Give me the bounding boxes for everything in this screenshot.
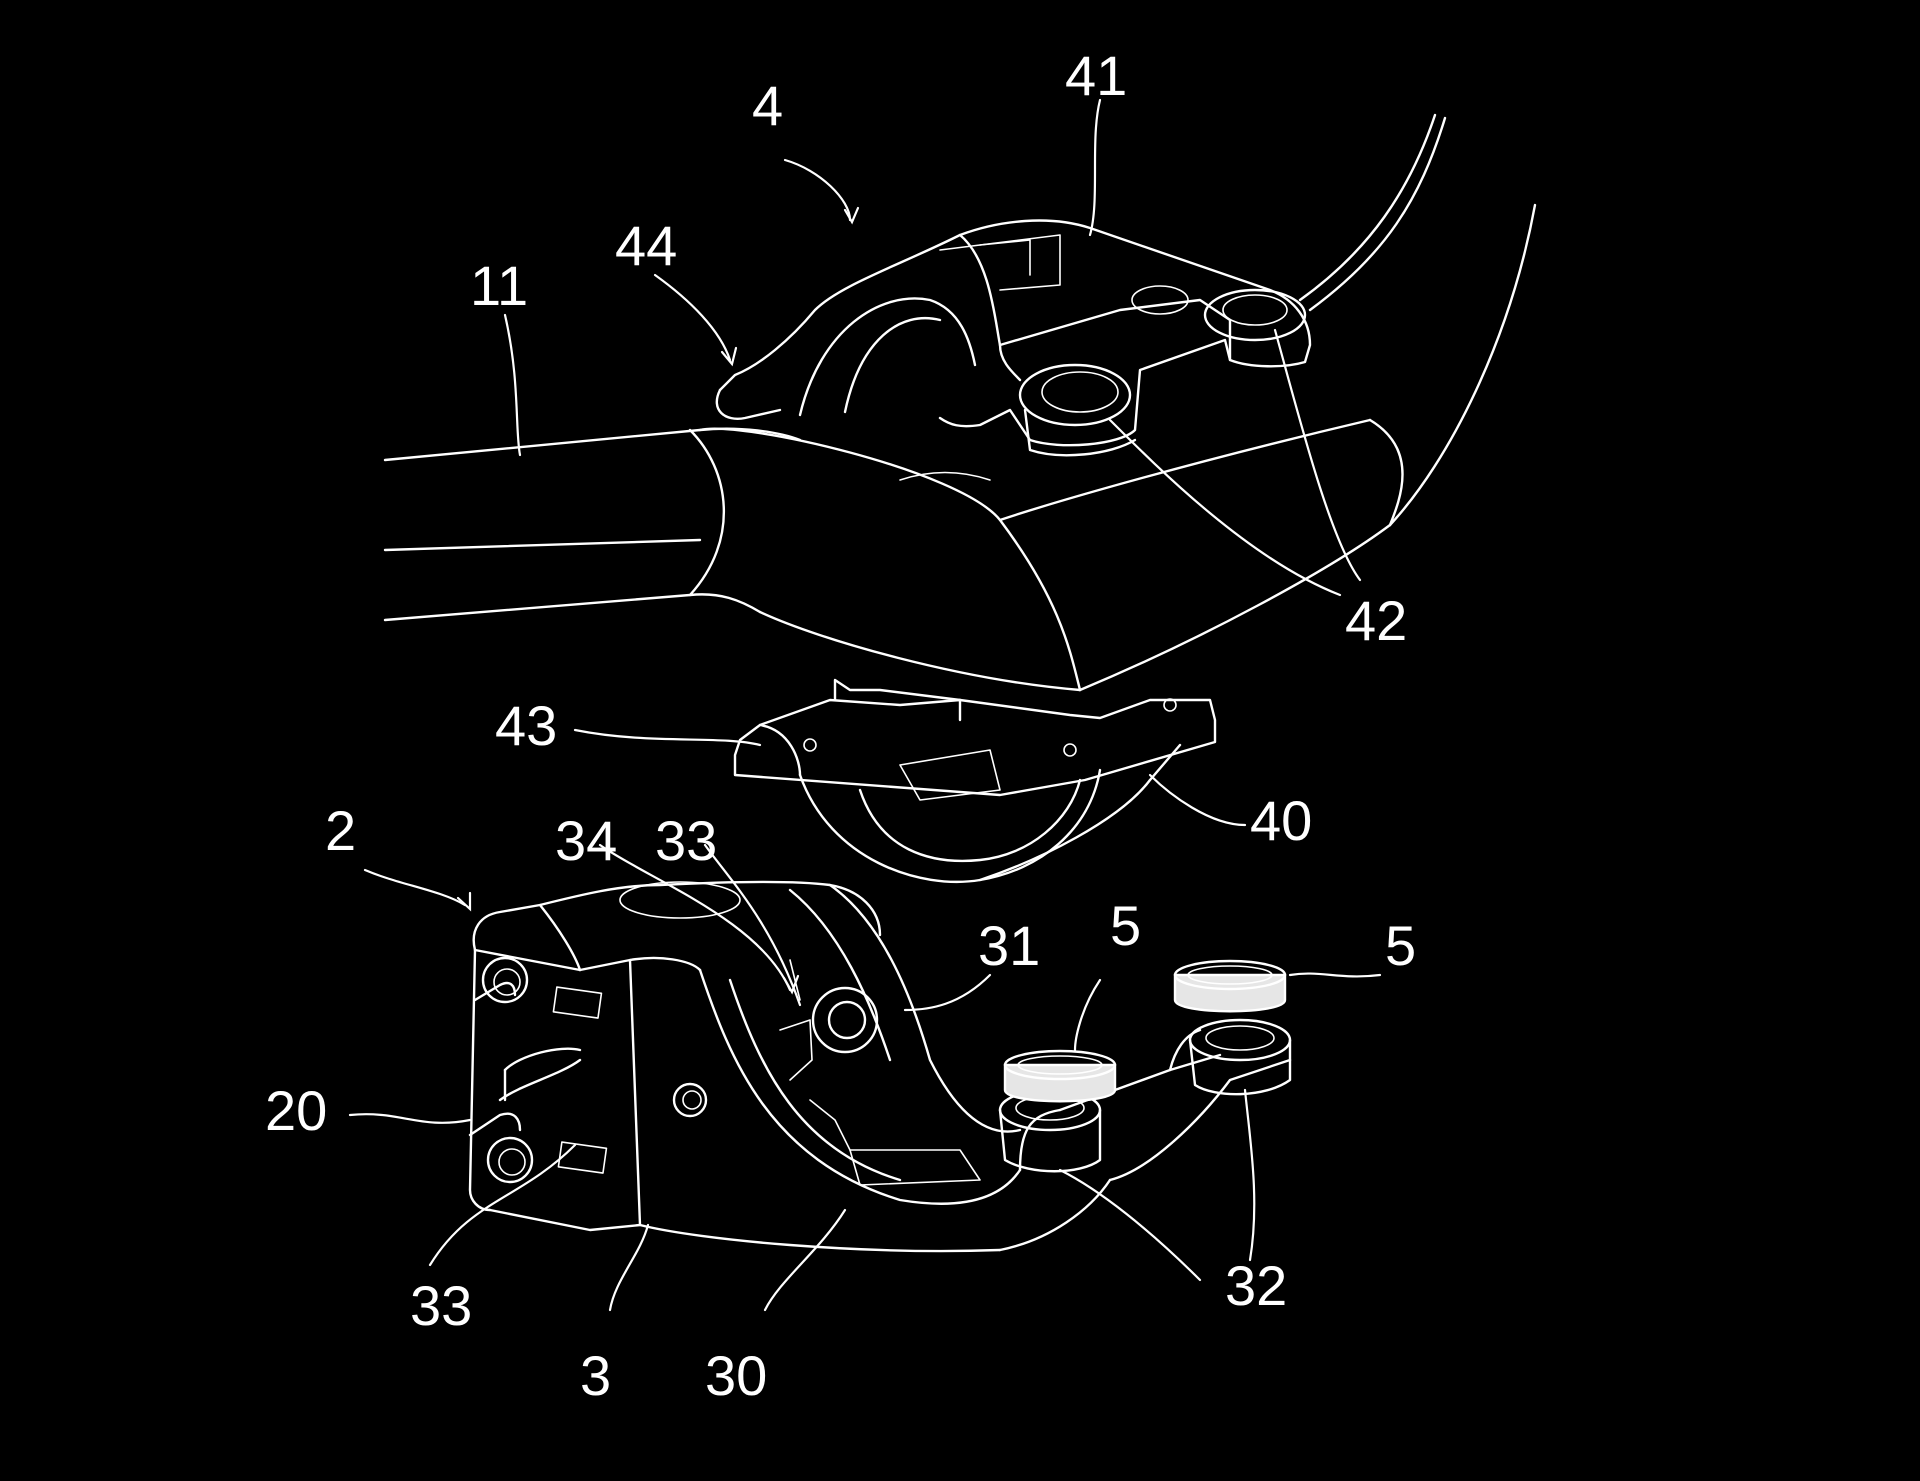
label-30: 30 xyxy=(705,1344,767,1407)
washers xyxy=(1003,959,1287,1103)
label-42: 42 xyxy=(1345,589,1407,652)
washer-right xyxy=(1173,959,1287,1013)
label-44: 44 xyxy=(615,214,677,277)
label-33-top: 33 xyxy=(655,809,717,872)
label-2: 2 xyxy=(325,799,356,862)
stem-body xyxy=(468,880,1292,1253)
label-34: 34 xyxy=(555,809,617,872)
label-43: 43 xyxy=(495,694,557,757)
upper-clamp xyxy=(715,219,1312,457)
label-5-right: 5 xyxy=(1385,914,1416,977)
label-4: 4 xyxy=(752,74,783,137)
leader-lines xyxy=(348,98,1382,1312)
washer-left xyxy=(1003,1049,1117,1103)
label-33-bottom: 33 xyxy=(410,1274,472,1337)
label-31: 31 xyxy=(978,914,1040,977)
lower-clamp-half xyxy=(733,678,1217,884)
label-41: 41 xyxy=(1065,44,1127,107)
label-3: 3 xyxy=(580,1344,611,1407)
label-20: 20 xyxy=(265,1079,327,1142)
handlebar-tube xyxy=(383,113,1537,692)
label-5-left: 5 xyxy=(1110,894,1141,957)
label-32: 32 xyxy=(1225,1254,1287,1317)
label-11: 11 xyxy=(470,254,528,317)
label-40: 40 xyxy=(1250,789,1312,852)
reference-numerals: 4 41 44 11 42 43 40 2 34 33 31 5 5 20 33… xyxy=(265,44,1416,1407)
